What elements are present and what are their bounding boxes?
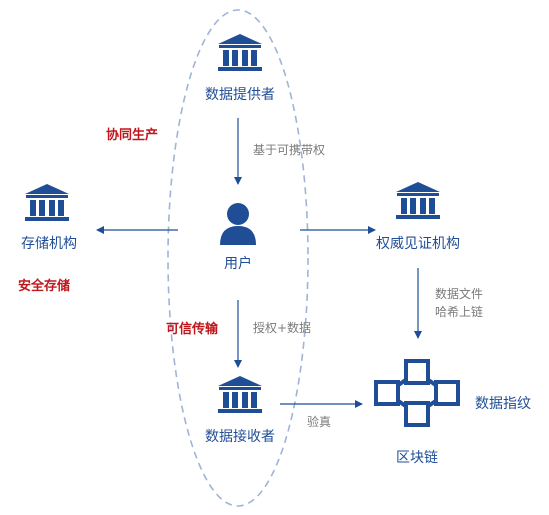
authority-bank-icon bbox=[396, 182, 440, 219]
provider-label: 数据提供者 bbox=[205, 87, 275, 103]
authority-label: 权威见证机构 bbox=[376, 236, 460, 252]
trusted-transfer-label: 可信传输 bbox=[166, 322, 219, 337]
data-fingerprint-label: 数据指纹 bbox=[475, 396, 531, 412]
hash-label-line2: 哈希上链 bbox=[435, 305, 484, 319]
collab-production-label: 协同生产 bbox=[106, 128, 159, 143]
trust-boundary-ellipse bbox=[167, 9, 309, 507]
user-icon bbox=[220, 203, 256, 245]
verify-label: 验真 bbox=[307, 415, 332, 429]
storage-bank-icon bbox=[25, 184, 69, 221]
auth-data-label: 授权+数据 bbox=[253, 321, 312, 335]
blockchain-label: 区块链 bbox=[396, 450, 438, 466]
blockchain-icon bbox=[374, 359, 460, 427]
provider-bank-icon bbox=[218, 34, 262, 71]
user-label: 用户 bbox=[224, 256, 252, 272]
hash-label-line1: 数据文件 bbox=[435, 287, 484, 301]
receiver-bank-icon bbox=[218, 376, 262, 413]
secure-storage-label: 安全存储 bbox=[18, 279, 71, 294]
receiver-label: 数据接收者 bbox=[205, 429, 275, 445]
portable-rights-label: 基于可携带权 bbox=[253, 143, 326, 157]
storage-label: 存储机构 bbox=[21, 236, 77, 252]
